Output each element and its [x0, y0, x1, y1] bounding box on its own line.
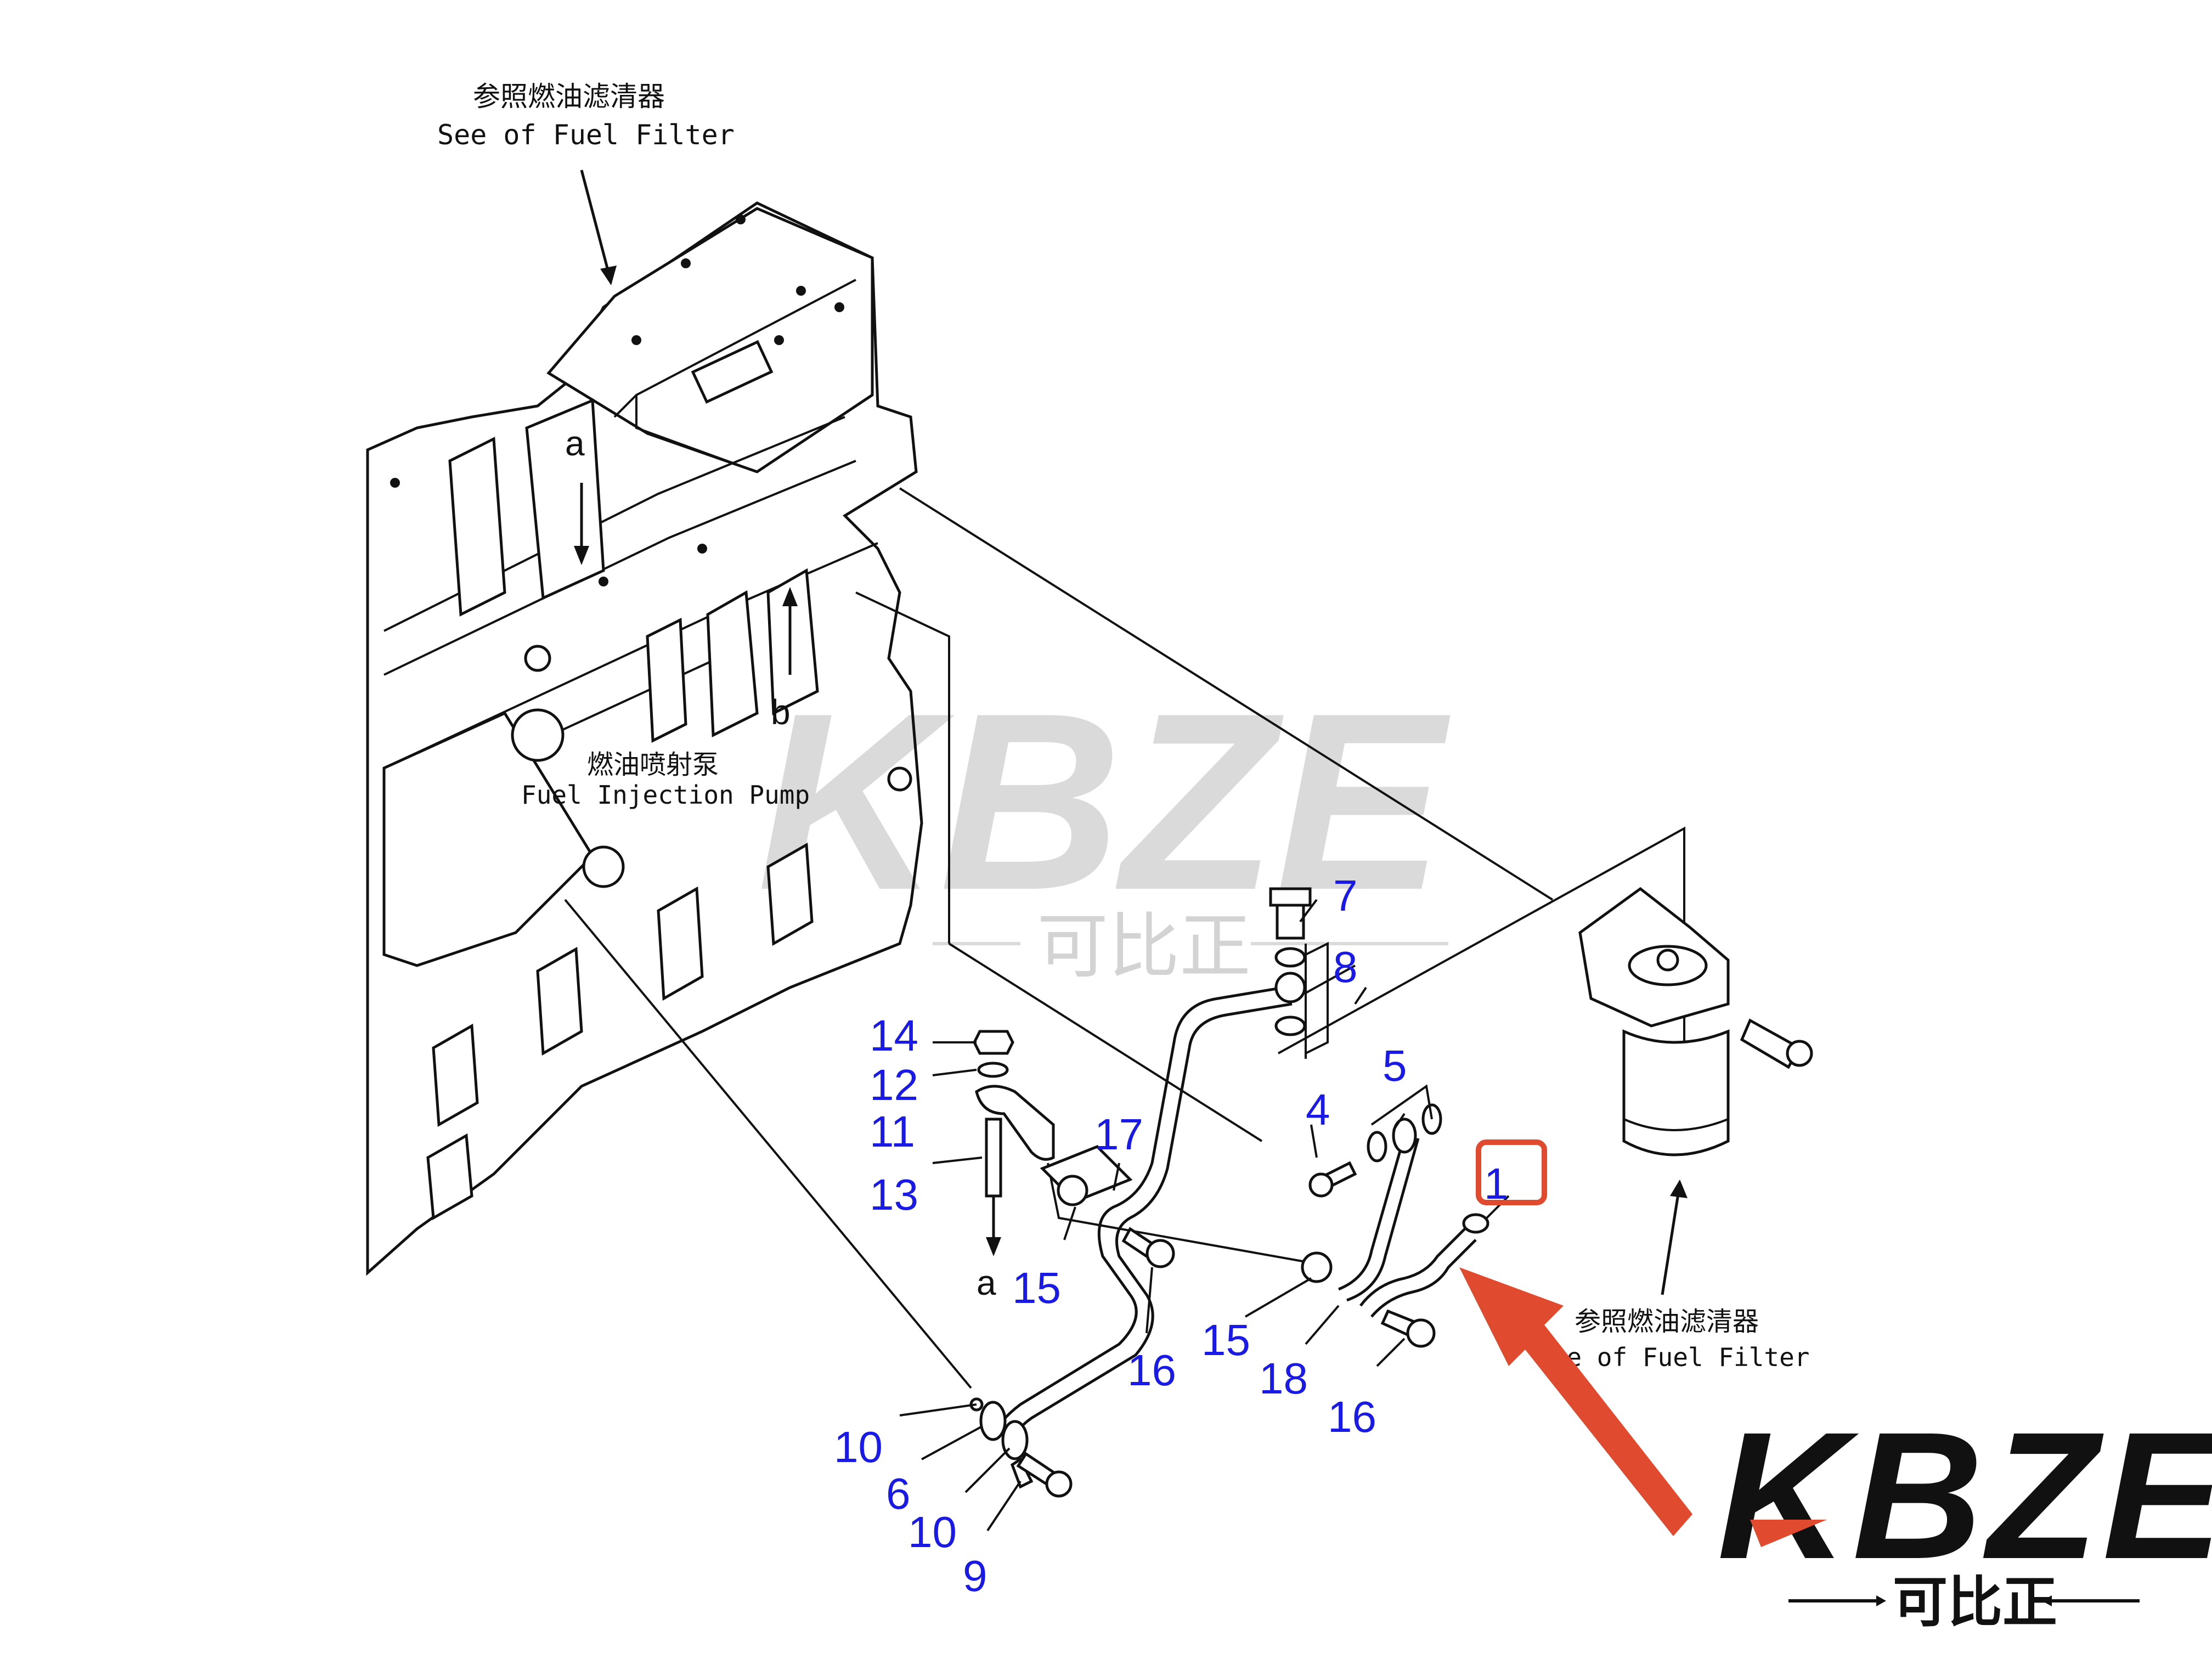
callout-16b: 16: [1328, 1392, 1376, 1441]
callout-11: 11: [870, 1107, 915, 1156]
caption-right: 参照燃油滤清器 See of Fuel Filter: [1536, 1180, 1810, 1372]
callout-15a: 15: [1012, 1263, 1061, 1312]
callout-10a: 10: [834, 1423, 883, 1471]
fittings-and-bolts: a: [969, 887, 1489, 1498]
callout-16a: 16: [1127, 1346, 1176, 1395]
callout-4: 4: [1306, 1085, 1330, 1134]
highlight-box-part-1: [1476, 1139, 1547, 1205]
caption-top: 参照燃油滤清器 See of Fuel Filter: [437, 81, 735, 285]
callout-6: 6: [886, 1469, 911, 1518]
watermark-brand: KBZE: [757, 661, 1453, 943]
callout-12: 12: [870, 1060, 918, 1109]
caption-pump-en: Fuel Injection Pump: [521, 780, 810, 810]
background-watermark: KBZE 可比正: [757, 661, 1453, 988]
caption-top-cn: 参照燃油滤清器: [473, 81, 665, 112]
callout-10b: 10: [908, 1508, 957, 1556]
highlight-arrow: [1459, 1267, 1692, 1536]
callout-14: 14: [870, 1011, 918, 1060]
fuel-filter: [1578, 887, 1813, 1156]
callout-5: 5: [1383, 1041, 1407, 1090]
letter-a-bottom: a: [977, 1263, 996, 1302]
engine-block: a b: [366, 201, 923, 1276]
caption-top-en: See of Fuel Filter: [437, 119, 735, 151]
callout-13: 13: [870, 1170, 918, 1219]
caption-right-cn: 参照燃油滤清器: [1575, 1306, 1759, 1337]
caption-pump: 燃油喷射泵 Fuel Injection Pump: [521, 749, 810, 810]
nut-14: [973, 1030, 1014, 1055]
watermark-cn: 可比正: [1037, 905, 1251, 988]
letter-a-top: a: [565, 424, 585, 463]
callout-18: 18: [1259, 1354, 1308, 1403]
callout-8: 8: [1333, 943, 1358, 991]
callout-9: 9: [963, 1551, 988, 1600]
logo-cn: 可比正: [1893, 1570, 2057, 1634]
caption-pump-cn: 燃油喷射泵: [587, 749, 719, 780]
caption-right-en: See of Fuel Filter: [1536, 1342, 1810, 1372]
brand-logo: KBZE 可比正: [1717, 1394, 2212, 1634]
leader-lines: [899, 899, 1510, 1532]
letter-b: b: [771, 692, 791, 732]
callout-15b: 15: [1201, 1316, 1250, 1364]
manifold-ports: [426, 398, 819, 1221]
callout-7: 7: [1333, 871, 1358, 920]
fuel-pipes: [991, 986, 1477, 1449]
callout-17: 17: [1094, 1110, 1143, 1159]
logo-brand: KBZE: [1717, 1394, 2212, 1596]
washer-12: [977, 1062, 1009, 1078]
